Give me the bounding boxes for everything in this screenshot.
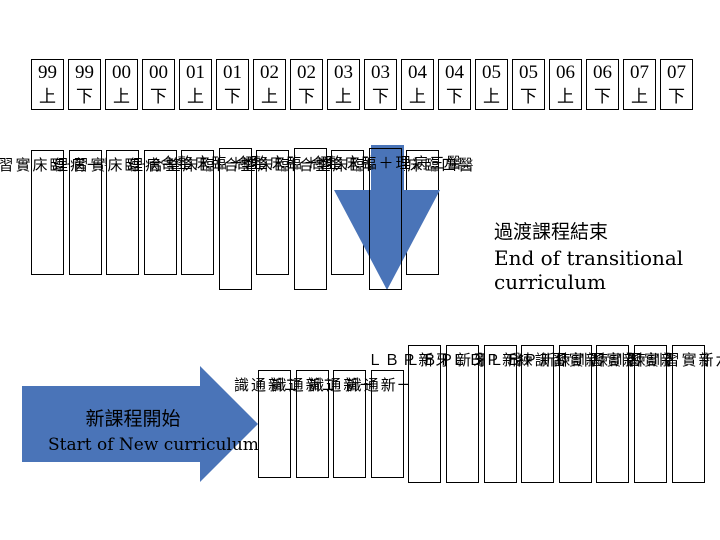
semester-year: 03 [371, 61, 390, 83]
semester-half: 上 [409, 86, 426, 107]
semester-year: 07 [667, 61, 686, 83]
end-label-zh: 過渡課程結束 [494, 221, 609, 243]
new-course-column: 醫 一 新 通 識 [345, 370, 431, 478]
end-transitional-label: 過渡課程結束 End of transitional curriculum [494, 220, 684, 294]
semester-year: 00 [112, 61, 131, 83]
semester-half: 上 [261, 86, 278, 107]
end-label-en: End of transitional curriculum [494, 246, 684, 294]
semester-half: 下 [446, 86, 463, 107]
semester-cell: 06 上 [549, 59, 582, 110]
old-course-label: 醫 三 病 理 ＋ 臨 床 整 合 [308, 155, 463, 168]
semester-cell: 01 下 [216, 59, 249, 110]
semester-cell: 00 上 [105, 59, 138, 110]
semester-year: 05 [519, 61, 538, 83]
semester-cell: 05 上 [475, 59, 508, 110]
semester-half: 上 [483, 86, 500, 107]
semester-year: 00 [149, 61, 168, 83]
semester-year: 05 [482, 61, 501, 83]
semester-cell: 04 上 [401, 59, 434, 110]
semester-cell: 04 下 [438, 59, 471, 110]
start-new-label: 新課程開始 Start of New curriculum [48, 404, 259, 455]
semester-year: 02 [260, 61, 279, 83]
semester-year: 06 [593, 61, 612, 83]
semester-half: 上 [187, 86, 204, 107]
semester-cell: 03 上 [327, 59, 360, 110]
semester-cell: 99 上 [31, 59, 64, 110]
new-course-column: 醫 六 新 實 習 訓 練 [629, 345, 720, 483]
semester-half: 上 [113, 86, 130, 107]
semester-half: 下 [76, 86, 93, 107]
start-label-zh: 新課程開始 [85, 408, 181, 430]
semester-year: 06 [556, 61, 575, 83]
start-label-en: Start of New curriculum [48, 435, 259, 455]
semester-year: 01 [186, 61, 205, 83]
old-course-column: 醫 三 病 理 ＋ 臨 床 整 合 [309, 148, 463, 290]
semester-half: 下 [224, 86, 241, 107]
semester-year: 04 [408, 61, 427, 83]
new-course-label: 醫 六 新 實 習 訓 練 [628, 352, 720, 365]
semester-cell: 99 下 [68, 59, 101, 110]
new-course-column: 醫 三 牙 新 Ｐ Ｂ Ｌ [403, 345, 523, 483]
semester-cell: 03 下 [364, 59, 397, 110]
semester-half: 上 [39, 86, 56, 107]
semester-year: 99 [75, 61, 94, 83]
semester-cell: 07 上 [623, 59, 656, 110]
semester-cell: 00 下 [142, 59, 175, 110]
semester-cell: 06 下 [586, 59, 619, 110]
semester-cell: 05 下 [512, 59, 545, 110]
semester-year: 07 [630, 61, 649, 83]
semester-half: 下 [520, 86, 537, 107]
semester-year: 02 [297, 61, 316, 83]
semester-half: 下 [372, 86, 389, 107]
semester-cell: 01 上 [179, 59, 212, 110]
semester-half: 下 [594, 86, 611, 107]
semester-half: 下 [668, 86, 685, 107]
semester-cell: 02 下 [290, 59, 323, 110]
semester-half: 下 [298, 86, 315, 107]
semester-half: 上 [631, 86, 648, 107]
semester-cell: 07 下 [660, 59, 693, 110]
semester-year: 03 [334, 61, 353, 83]
semester-year: 01 [223, 61, 242, 83]
semester-half: 上 [335, 86, 352, 107]
semester-cell: 02 上 [253, 59, 286, 110]
semester-year: 99 [38, 61, 57, 83]
old-course-column: 醫 一 病 理 [51, 150, 120, 275]
semester-year: 04 [445, 61, 464, 83]
new-course-label: 醫 一 新 通 識 [344, 377, 431, 390]
semester-half: 下 [150, 86, 167, 107]
semester-half: 上 [557, 86, 574, 107]
